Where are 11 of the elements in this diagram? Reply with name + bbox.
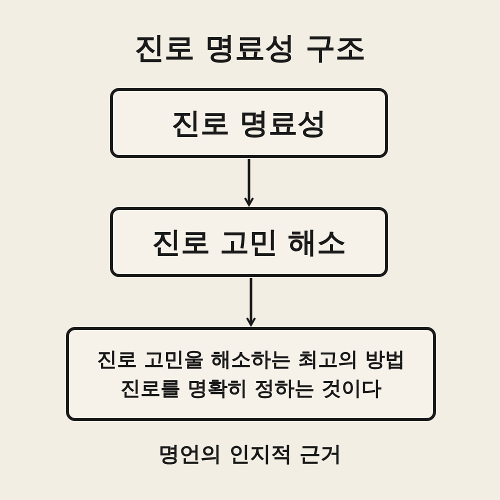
box-text: 진로 명료성 <box>171 104 327 142</box>
diagram-caption: 명언의 인지적 근거 <box>158 441 342 468</box>
box-text: 진로를 명확히 정하는 것이다 <box>120 375 382 402</box>
box-text: 진로 고민울 해소하는 최고의 방법 <box>97 346 405 373</box>
arrow <box>246 278 256 326</box>
arrow <box>244 159 254 206</box>
process-box <box>110 207 388 277</box>
box-text: 진로 고민 해소 <box>152 224 346 261</box>
diagram-title: 진로 명료성 구조 <box>134 30 366 68</box>
process-box <box>66 327 436 421</box>
process-box <box>110 88 388 158</box>
